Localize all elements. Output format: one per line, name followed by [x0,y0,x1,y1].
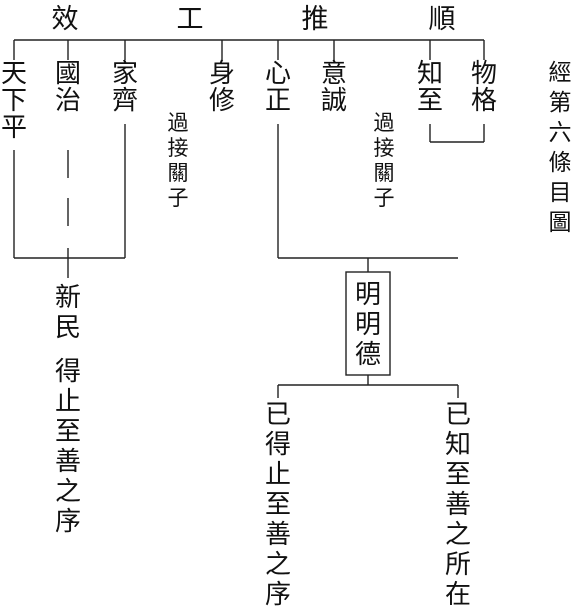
item-shen_xiu-char: 身 [209,59,235,89]
vertical-text-layer: 天下平國治家齊身修心正意誠知至物格過接關子過接關子新民得止至善之序已得止至善之序… [1,59,497,610]
center-box-char-3: 德 [355,340,381,370]
item-wu_ge: 物格 [471,59,497,116]
transition-note-left-char: 過 [168,111,189,135]
item-xin_zheng: 心正 [265,59,291,116]
bottom-left-label-char: 序 [265,580,291,610]
bottom-right-label-char: 至 [445,460,471,490]
transition-note-right-char: 過 [374,111,395,135]
item-zhi_zhi: 知至 [417,59,443,116]
item-zhi_zhi-char: 至 [417,86,443,116]
side-title-text-char: 經 [549,60,572,86]
xinmin-label-char: 新 [55,283,81,313]
header-label-xiao: 效 [52,4,79,35]
item-tianxia_ping-char: 天 [1,59,27,89]
bottom-right-label-char: 所 [445,550,471,580]
item-yi_cheng-char: 意 [321,59,347,89]
xinmin-note-char: 序 [55,507,81,537]
side-title-text-char: 目 [549,180,572,206]
item-tianxia_ping: 天下平 [1,59,27,143]
xinmin-note-char: 之 [55,477,81,507]
bottom-left-label-char: 之 [265,550,291,580]
item-xin_zheng-char: 心 [265,59,291,89]
xinmin-note-char: 得 [55,357,81,387]
center-box-text: 明 明 德 [355,280,381,370]
side-title-text-char: 第 [549,90,572,116]
item-guo_zhi: 國治 [55,59,81,116]
transition-note-right-char: 子 [374,186,395,210]
item-yi_cheng: 意誠 [321,59,347,116]
center-box [345,271,391,376]
xinmin-note-char: 至 [55,417,81,447]
item-guo_zhi-char: 治 [55,86,81,116]
bottom-right-label-char: 已 [445,400,471,430]
bottom-right-label-char: 在 [445,580,471,610]
bottom-left-label-char: 善 [265,520,291,550]
xinmin-note-char: 止 [55,387,81,417]
side-title-text-char: 條 [549,150,572,176]
item-jia_qi-char: 家 [112,59,138,89]
side-title-text-char: 六 [549,120,572,146]
transition-note-left-char: 子 [168,186,189,210]
header-label-shun: 順 [429,4,456,35]
bottom-left-label-char: 已 [265,400,291,430]
item-xin_zheng-char: 正 [265,86,291,116]
transition-note-left-char: 接 [168,136,189,160]
item-jia_qi: 家齊 [112,59,138,116]
item-jia_qi-char: 齊 [112,86,138,116]
transition-note-right-char: 關 [374,161,395,185]
bottom-right-label-char: 之 [445,520,471,550]
item-zhi_zhi-char: 知 [417,59,443,89]
item-shen_xiu-char: 修 [209,86,235,116]
center-box-char-2: 明 [355,310,381,340]
xinmin-label: 新民 [55,283,81,343]
item-wu_ge-char: 物 [471,59,497,89]
header-label-tui: 推 [302,4,329,35]
side-title-text-char: 圖 [549,210,572,236]
center-box-char-1: 明 [355,280,381,310]
bottom-left-label-char: 至 [265,490,291,520]
item-wu_ge-char: 格 [471,86,497,116]
header-labels: 效 工 推 順 [52,4,456,35]
bottom-right-label-char: 善 [445,490,471,520]
connector-lines [13,39,485,398]
header-label-gong: 工 [177,4,204,35]
bottom-left-label-char: 得 [265,430,291,460]
xinmin-label-char: 民 [55,313,81,343]
item-shen_xiu: 身修 [209,59,235,116]
item-tianxia_ping-char: 平 [1,113,27,143]
transition-note-right-char: 接 [374,136,395,160]
item-tianxia_ping-char: 下 [1,86,27,116]
transition-note-left-char: 關 [168,161,189,185]
bottom-left-label-char: 止 [265,460,291,490]
xinmin-note-char: 善 [55,447,81,477]
item-yi_cheng-char: 誠 [321,86,347,116]
item-guo_zhi-char: 國 [55,59,81,89]
bottom-right-label-char: 知 [445,430,471,460]
